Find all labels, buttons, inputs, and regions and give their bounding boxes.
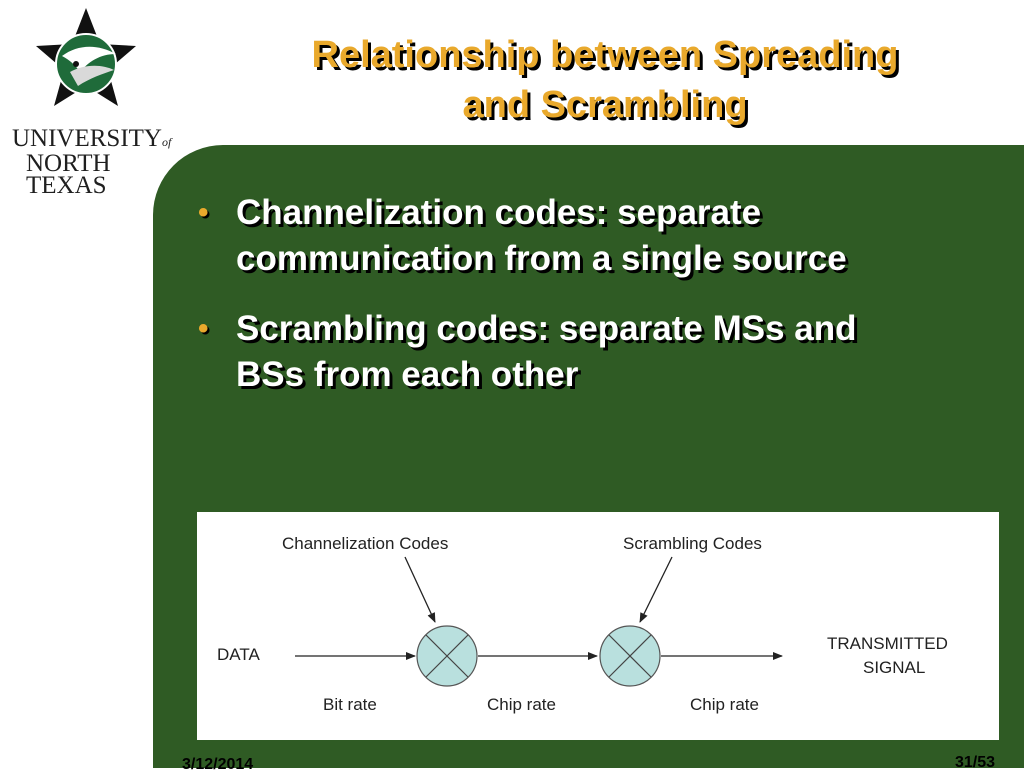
of-word: of bbox=[162, 135, 172, 149]
scrambling-multiplier-icon bbox=[599, 625, 661, 687]
bullet-item: • Channelization codes: separate communi… bbox=[198, 190, 998, 282]
university-word: UNIVERSITY bbox=[12, 125, 162, 152]
bullet-item: • Scrambling codes: separate MSs and BSs… bbox=[198, 306, 998, 398]
title-line-1: Relationship between Spreading bbox=[311, 34, 899, 76]
transmitted-label: TRANSMITTED bbox=[827, 634, 948, 653]
channelization-arrow bbox=[404, 556, 436, 623]
page-number: 31/53 bbox=[955, 754, 996, 771]
scrambling-codes-label: Scrambling Codes bbox=[623, 534, 762, 553]
bullet-2-line-1: Scrambling codes: separate MSs and bbox=[236, 309, 857, 348]
bullet-1-line-1: Channelization codes: separate bbox=[236, 193, 762, 232]
slide-title: Relationship between Spreading and Scram… bbox=[200, 30, 1010, 130]
signal-label: SIGNAL bbox=[863, 658, 925, 677]
bullet-marker: • bbox=[198, 196, 209, 229]
chip-rate-label-2: Chip rate bbox=[690, 695, 759, 714]
unt-logo bbox=[18, 6, 188, 181]
north-texas-word: NORTH TEXAS bbox=[26, 150, 111, 199]
bullet-2-line-2: BSs from each other bbox=[236, 355, 579, 394]
bullet-list: • Channelization codes: separate communi… bbox=[198, 190, 998, 422]
eagle-star-logo-icon bbox=[36, 8, 136, 106]
university-name: UNIVERSITYof NORTH TEXAS bbox=[12, 125, 187, 199]
bit-rate-label: Bit rate bbox=[323, 695, 377, 714]
bullet-1-line-2: communication from a single source bbox=[236, 239, 847, 278]
spreading-scrambling-diagram: Channelization Codes Scrambling Codes DA… bbox=[197, 512, 999, 740]
footer-date: 3/12/2014 bbox=[182, 756, 254, 773]
channelization-codes-label: Channelization Codes bbox=[282, 534, 448, 553]
title-line-2: and Scrambling bbox=[462, 84, 748, 126]
chip-rate-label-1: Chip rate bbox=[487, 695, 556, 714]
channelization-multiplier-icon bbox=[416, 625, 478, 687]
scrambling-arrow bbox=[639, 556, 673, 623]
bullet-text: Scrambling codes: separate MSs and BSs f… bbox=[236, 306, 856, 398]
bullet-text: Channelization codes: separate communica… bbox=[236, 190, 847, 282]
bullet-marker: • bbox=[198, 312, 209, 345]
data-label: DATA bbox=[217, 645, 260, 664]
